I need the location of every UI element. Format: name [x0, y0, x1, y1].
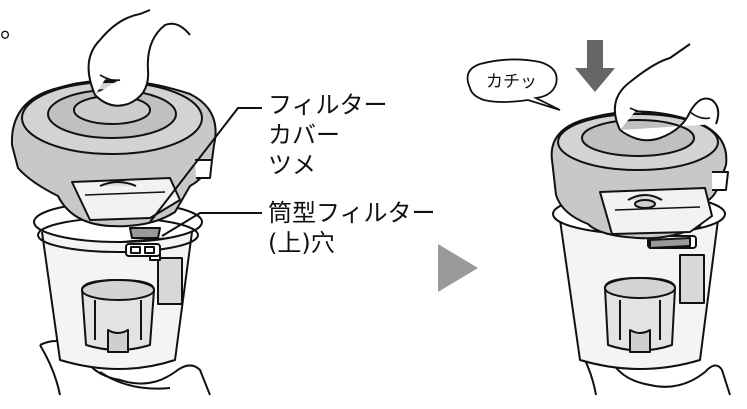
label-cylinder-filter-line2: (上)穴	[268, 229, 335, 257]
right-cover-claw	[712, 171, 729, 191]
pointer-filter-hole	[161, 212, 262, 237]
label-filter-cover-claw-line2: カバー	[268, 121, 340, 149]
right-side-latch	[679, 254, 705, 304]
label-pointers	[149, 107, 262, 237]
right-canister-illustration	[550, 43, 731, 396]
label-cylinder-filter-line1: 筒型フィルター	[268, 199, 436, 227]
label-filter-cover-claw-line1: フィルター	[268, 91, 388, 119]
left-canister-illustration	[10, 9, 217, 396]
next-step-arrow	[438, 244, 478, 292]
left-side-latch	[157, 257, 183, 305]
top-mark: 。	[0, 14, 27, 44]
label-filter-cover-claw-line3: ツメ	[268, 151, 316, 179]
right-filter-window	[599, 187, 713, 235]
left-filter-window	[71, 177, 181, 221]
left-top-hand	[87, 9, 191, 107]
click-sound-text: カチッ	[486, 72, 537, 92]
left-cover-claw	[195, 159, 213, 179]
pointer-cover-claw	[149, 107, 262, 223]
click-speech-bubble	[466, 58, 561, 111]
press-down-arrow	[575, 40, 615, 92]
